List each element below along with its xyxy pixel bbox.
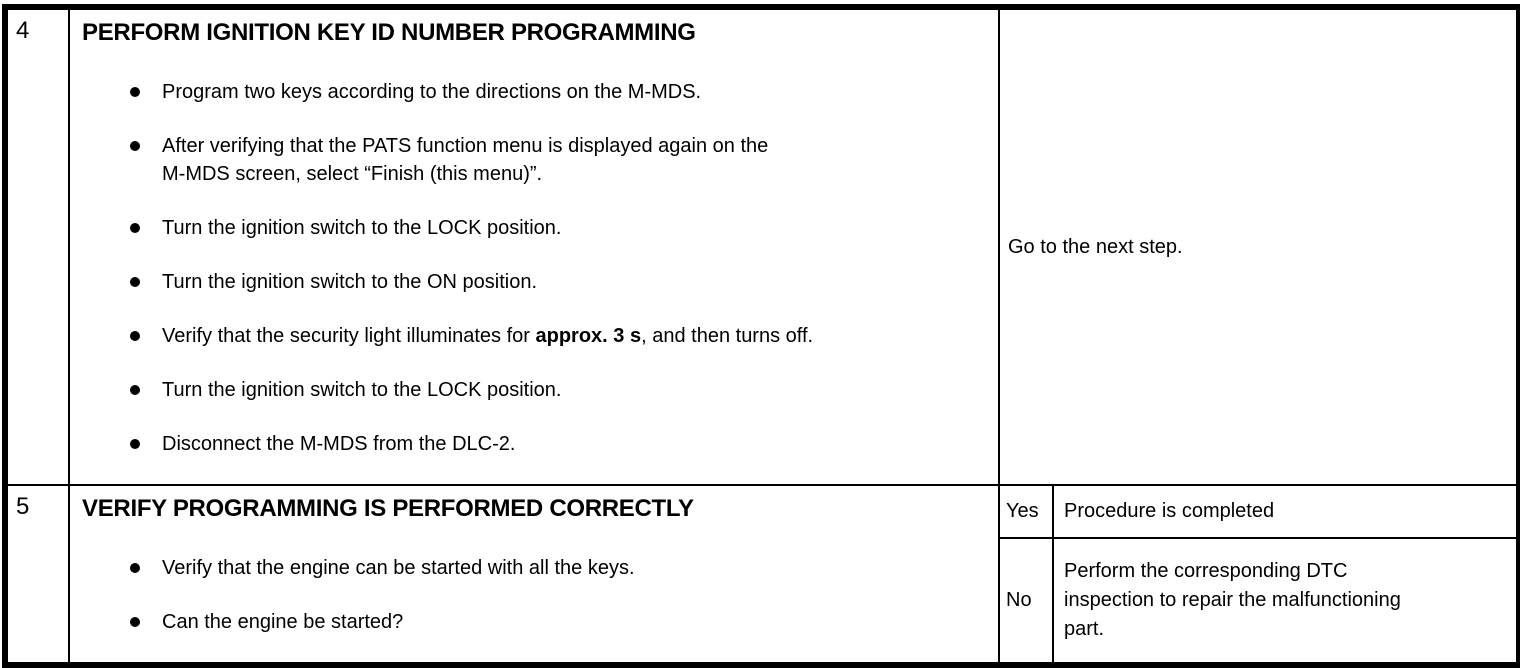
instruction-item: Program two keys according to the direct… [82,78,984,106]
bold-text-segment: approx. 3 s [535,325,642,347]
instruction-list: Verify that the engine can be started wi… [82,554,984,636]
instruction-list: Program two keys according to the direct… [82,78,984,458]
result-answer-yes: Yes [998,484,1054,539]
text-segment: After verifying that the PATS function m… [162,135,769,185]
text-segment: Verify that the security light illuminat… [162,325,536,347]
instruction-item: Disconnect the M-MDS from the DLC-2. [82,430,984,458]
instruction-item: Turn the ignition switch to the ON posit… [82,268,984,296]
instruction-item: Can the engine be started? [82,608,984,636]
text-segment: Can the engine be started? [162,611,404,633]
instruction-item: After verifying that the PATS function m… [82,132,984,188]
step-action-cell: PERFORM IGNITION KEY ID NUMBER PROGRAMMI… [68,6,1000,486]
instruction-text: Can the engine be started? [162,608,403,636]
result-action: Go to the next step. [998,6,1520,486]
step-title: PERFORM IGNITION KEY ID NUMBER PROGRAMMI… [82,19,696,46]
instruction-item: Verify that the engine can be started wi… [82,554,984,582]
instruction-text: Verify that the engine can be started wi… [162,554,635,582]
instruction-text: Program two keys according to the direct… [162,78,701,106]
bullet-icon [130,331,140,341]
bullet-icon [130,385,140,395]
instruction-item: Verify that the security light illuminat… [82,322,984,350]
bullet-icon [130,87,140,97]
table-row-step-4: 4 PERFORM IGNITION KEY ID NUMBER PROGRAM… [4,6,1520,486]
bullet-icon [130,563,140,573]
text-segment: Verify that the engine can be started wi… [162,557,635,579]
bullet-icon [130,277,140,287]
instruction-text: Turn the ignition switch to the ON posit… [162,268,537,296]
bullet-icon [130,223,140,233]
instruction-item: Turn the ignition switch to the LOCK pos… [82,376,984,404]
instruction-text: Verify that the security light illuminat… [162,322,813,350]
text-segment: , and then turns off. [641,325,814,347]
step-number: 4 [4,6,70,486]
text-segment: Disconnect the M-MDS from the DLC-2. [162,433,516,455]
instruction-text: Turn the ignition switch to the LOCK pos… [162,376,561,404]
bullet-icon [130,439,140,449]
result-answer-no: No [998,536,1054,667]
instruction-text: Turn the ignition switch to the LOCK pos… [162,214,561,242]
text-segment: Turn the ignition switch to the ON posit… [162,271,537,293]
step-action-cell: VERIFY PROGRAMMING IS PERFORMED CORRECTL… [68,484,1000,666]
instruction-text: After verifying that the PATS function m… [162,132,768,188]
result-action: Procedure is completed [1052,484,1520,539]
bullet-icon [130,617,140,627]
step-number: 5 [4,484,70,666]
text-segment: Turn the ignition switch to the LOCK pos… [162,217,562,239]
instruction-item: Turn the ignition switch to the LOCK pos… [82,214,984,242]
manual-page: 4 PERFORM IGNITION KEY ID NUMBER PROGRAM… [2,4,1520,668]
diagnostic-procedure-table: 4 PERFORM IGNITION KEY ID NUMBER PROGRAM… [2,4,1520,668]
step-title: VERIFY PROGRAMMING IS PERFORMED CORRECTL… [82,495,694,522]
instruction-text: Disconnect the M-MDS from the DLC-2. [162,430,515,458]
table-row-step-5: 5 VERIFY PROGRAMMING IS PERFORMED CORREC… [4,484,1520,666]
text-segment: Turn the ignition switch to the LOCK pos… [162,379,562,401]
text-segment: Program two keys according to the direct… [162,81,702,103]
bullet-icon [130,141,140,151]
result-action: Perform the corresponding DTC inspection… [1052,536,1520,667]
